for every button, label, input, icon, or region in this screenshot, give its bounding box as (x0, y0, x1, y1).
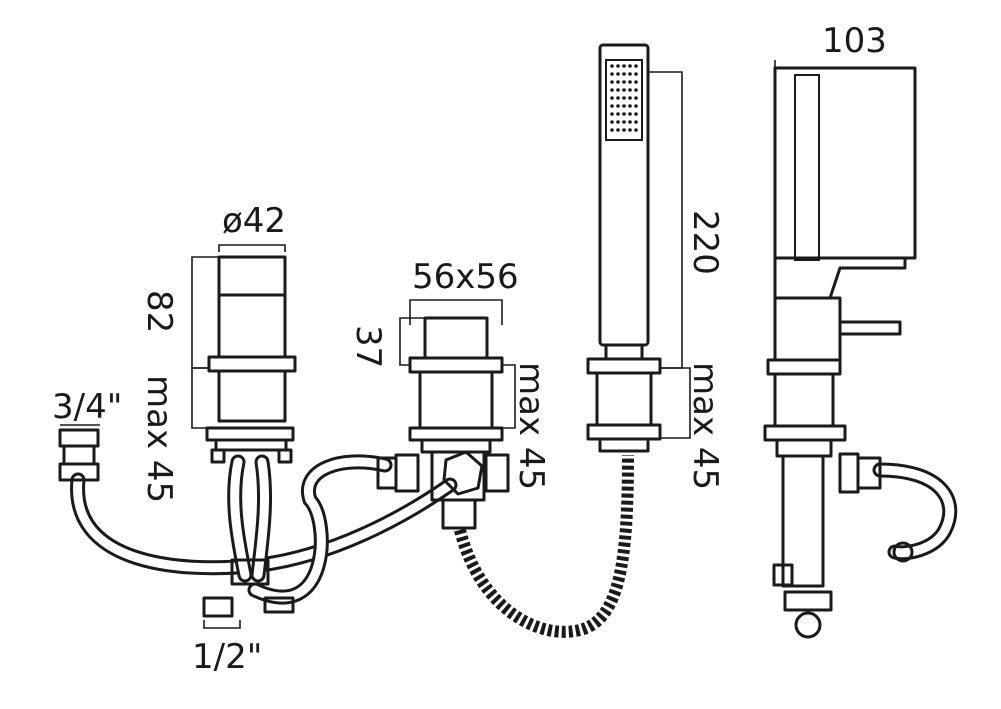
spray-nozzle-dot (634, 120, 638, 124)
spray-nozzle-dot (634, 96, 638, 100)
spray-nozzle-dot (622, 64, 626, 68)
dimension-37-label: 37 (348, 325, 388, 368)
thread-half-label: 1/2" (192, 637, 262, 677)
spray-nozzle-dot (634, 104, 638, 108)
spray-nozzle-dot (610, 120, 614, 124)
spray-nozzle-dot (634, 64, 638, 68)
spray-nozzle-dot (610, 64, 614, 68)
spray-nozzle-dot (634, 128, 638, 132)
dimension-labels: 103 220 ø42 82 max 45 56x56 37 max 45 ma… (52, 21, 887, 677)
spray-nozzle-dot (628, 96, 632, 100)
spray-nozzle-dot (628, 128, 632, 132)
spray-nozzle-dot (616, 72, 620, 76)
spray-nozzle-dot (616, 104, 620, 108)
spray-nozzle-dot (628, 88, 632, 92)
spray-nozzle-dot (616, 96, 620, 100)
spray-nozzle-dot (628, 80, 632, 84)
dimension-220-label: 220 (685, 210, 725, 275)
flexible-hoses (70, 454, 958, 605)
spray-nozzle-dot (616, 64, 620, 68)
spray-nozzle-dot (622, 96, 626, 100)
spray-nozzle-dot (622, 88, 626, 92)
spray-nozzle-dot (610, 80, 614, 84)
spray-nozzle-dot (616, 120, 620, 124)
spray-nozzle-dot (628, 64, 632, 68)
spray-nozzle-dot (616, 88, 620, 92)
shower-spray-nozzles (610, 64, 638, 132)
three-quarter-connector (58, 428, 100, 482)
diverter-body (376, 316, 510, 530)
spray-nozzle-dot (610, 72, 614, 76)
spray-nozzle-dot (610, 104, 614, 108)
spray-nozzle-dot (610, 128, 614, 132)
spray-nozzle-dot (622, 80, 626, 84)
spray-nozzle-dot (628, 120, 632, 124)
spray-nozzle-dot (610, 112, 614, 116)
shower-coil-hose (454, 454, 634, 638)
spray-nozzle-dot (634, 72, 638, 76)
spray-nozzle-dot (610, 96, 614, 100)
hand-shower (586, 43, 662, 453)
thread-three-quarter-label: 3/4" (52, 387, 122, 427)
spray-nozzle-dot (622, 120, 626, 124)
spray-nozzle-dot (622, 112, 626, 116)
dimension-103-label: 103 (822, 21, 887, 61)
dimension-56x56-label: 56x56 (412, 257, 519, 297)
spray-nozzle-dot (628, 72, 632, 76)
spray-nozzle-dot (622, 72, 626, 76)
spray-nozzle-dot (628, 104, 632, 108)
spray-nozzle-dot (616, 80, 620, 84)
dimension-max45-shower-label: max 45 (685, 362, 725, 490)
spray-nozzle-dot (622, 128, 626, 132)
dimension-42-label: ø42 (222, 201, 286, 241)
spray-nozzle-dot (610, 88, 614, 92)
spray-nozzle-dot (634, 112, 638, 116)
spray-nozzle-dot (622, 104, 626, 108)
spray-nozzle-dot (634, 80, 638, 84)
dimension-max45-diverter-label: max 45 (511, 362, 551, 490)
spray-nozzle-dot (616, 128, 620, 132)
spray-nozzle-dot (628, 112, 632, 116)
spray-nozzle-dot (634, 88, 638, 92)
spray-nozzle-dot (616, 112, 620, 116)
dimension-82-label: 82 (139, 290, 179, 333)
left-valve-body (202, 255, 297, 618)
dimension-max45-left-label: max 45 (139, 375, 179, 503)
dimension-lines (60, 60, 916, 629)
